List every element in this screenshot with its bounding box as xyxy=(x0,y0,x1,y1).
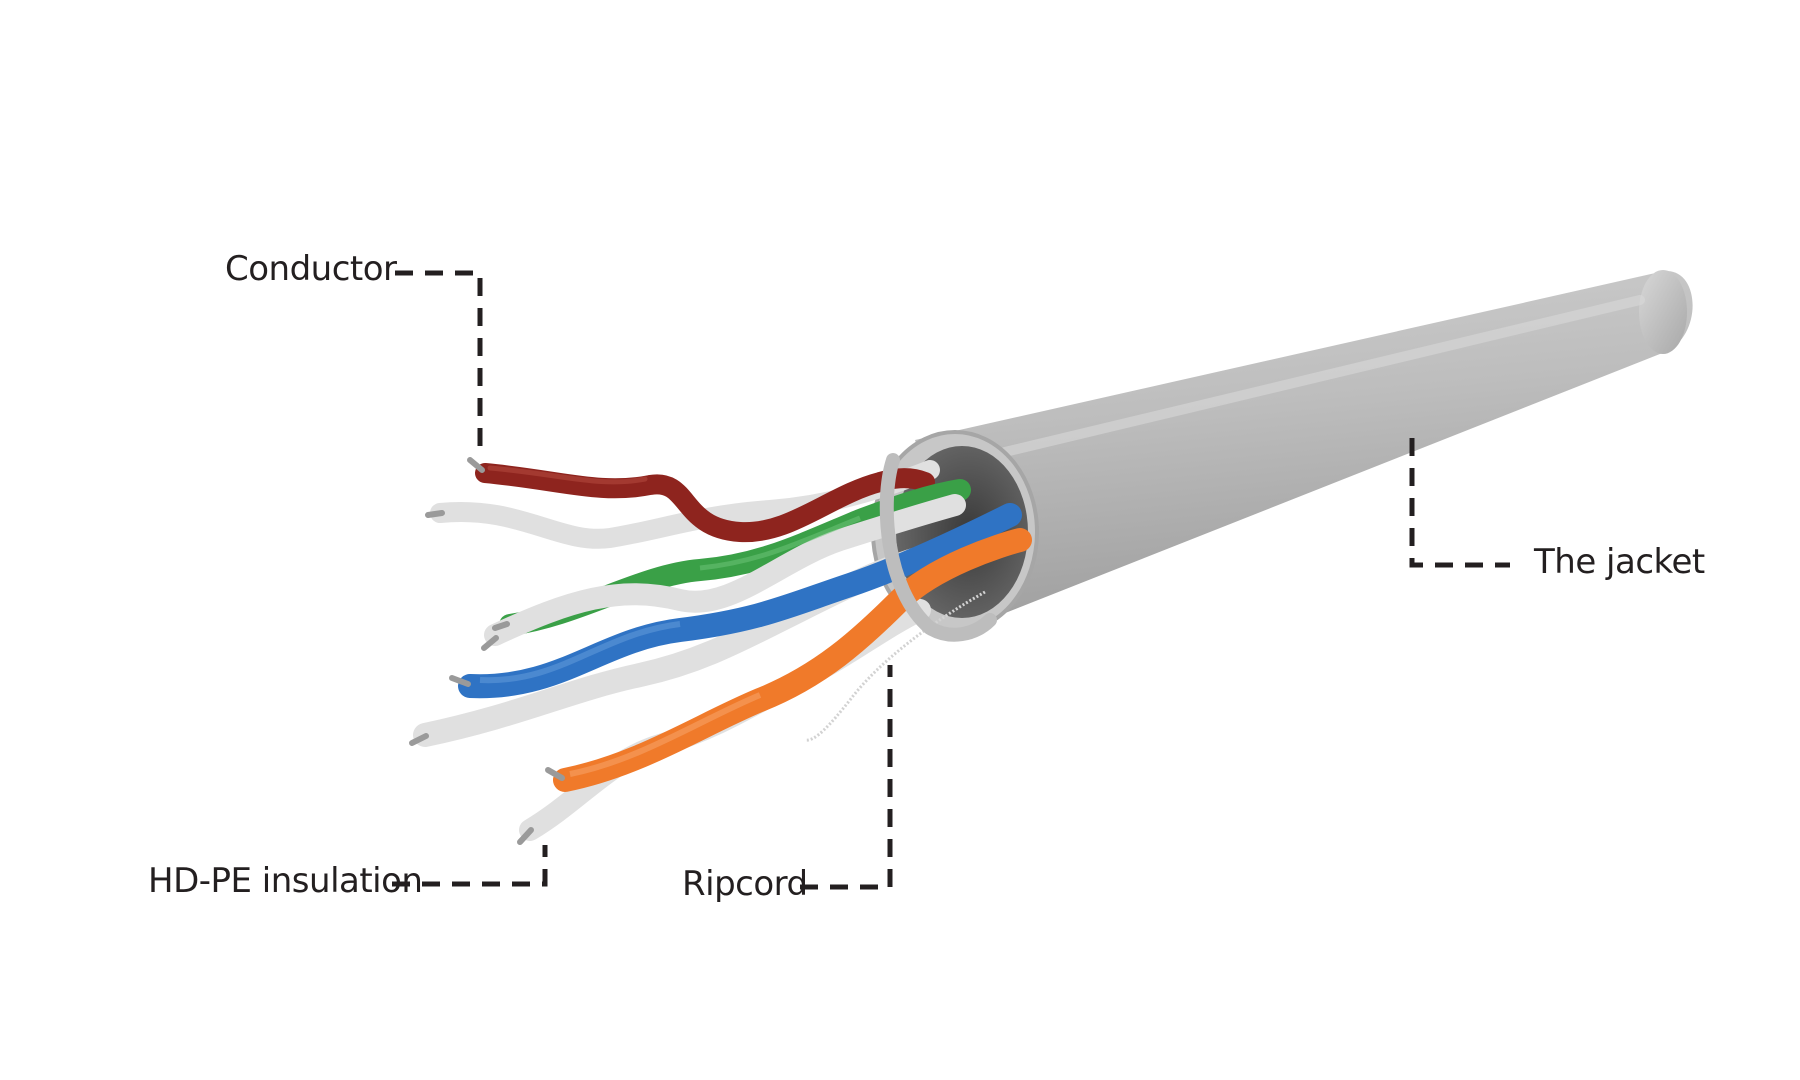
leader-conductor xyxy=(395,270,483,458)
conductor-tip-green xyxy=(492,621,510,631)
conductor-tip-brown xyxy=(467,457,485,473)
jacket-label: The jacket xyxy=(1534,542,1705,582)
conductor-tip-white-orange xyxy=(517,827,534,845)
insulation-label: HD-PE insulation xyxy=(148,861,423,901)
conductor-tip-blue xyxy=(449,675,471,687)
conductor-tip-white-blue xyxy=(409,733,429,746)
leader-lines xyxy=(392,270,1510,890)
ripcord-thread xyxy=(804,590,986,742)
conductor-tip-white-brown xyxy=(425,510,445,518)
conductor-tip-white-green xyxy=(481,635,499,651)
leader-ripcord xyxy=(800,665,893,890)
leader-jacket xyxy=(1409,438,1510,568)
jacket-front-rim xyxy=(879,453,997,642)
conductor-label: Conductor xyxy=(225,249,397,289)
wire-pair-brown xyxy=(425,457,940,549)
ripcord-label: Ripcord xyxy=(682,864,808,904)
wire-pair-blue xyxy=(409,503,1022,747)
conductor-tip-orange xyxy=(545,767,565,781)
wire-pair-orange xyxy=(517,528,1032,845)
leader-insulation xyxy=(392,845,548,887)
